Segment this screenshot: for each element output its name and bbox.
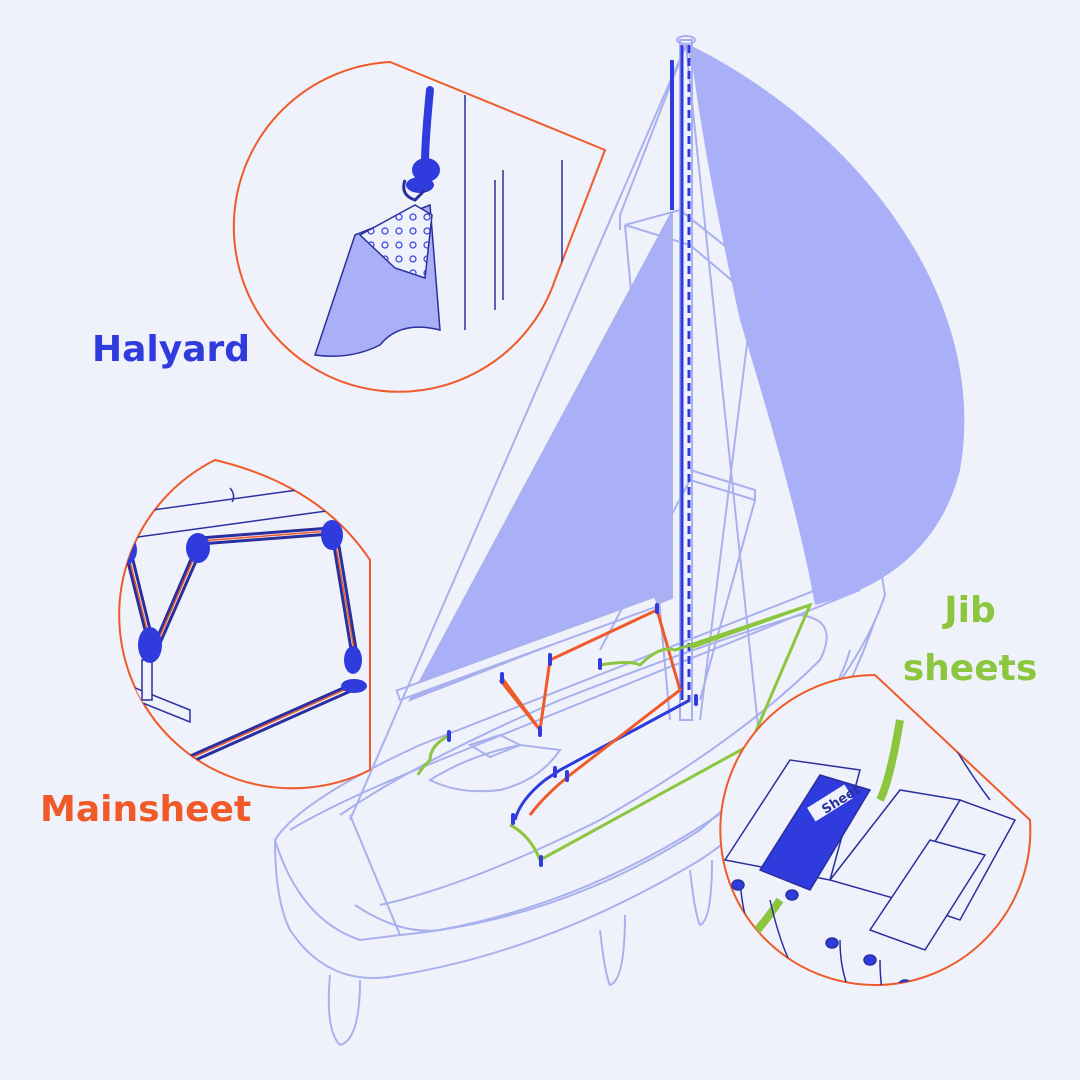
halyard-label: Halyard (92, 329, 251, 370)
halyard-line (513, 45, 691, 821)
halyard-detail-inset (232, 60, 607, 393)
jib-sheet-lines (416, 602, 813, 863)
hull (273, 563, 887, 1047)
jib-sail (690, 45, 965, 605)
sails (395, 45, 965, 702)
mainsheet-label: Mainsheet (40, 789, 252, 830)
jib-sheets-label-line1: Jib (944, 590, 996, 631)
mainsheet-detail-inset (118, 458, 371, 790)
jib-sheets-label-line2: sheets (902, 648, 1038, 689)
jib-sheets-label: Jib sheets (900, 582, 1040, 698)
jib-sheets-detail-inset: Sheet (719, 673, 1032, 986)
